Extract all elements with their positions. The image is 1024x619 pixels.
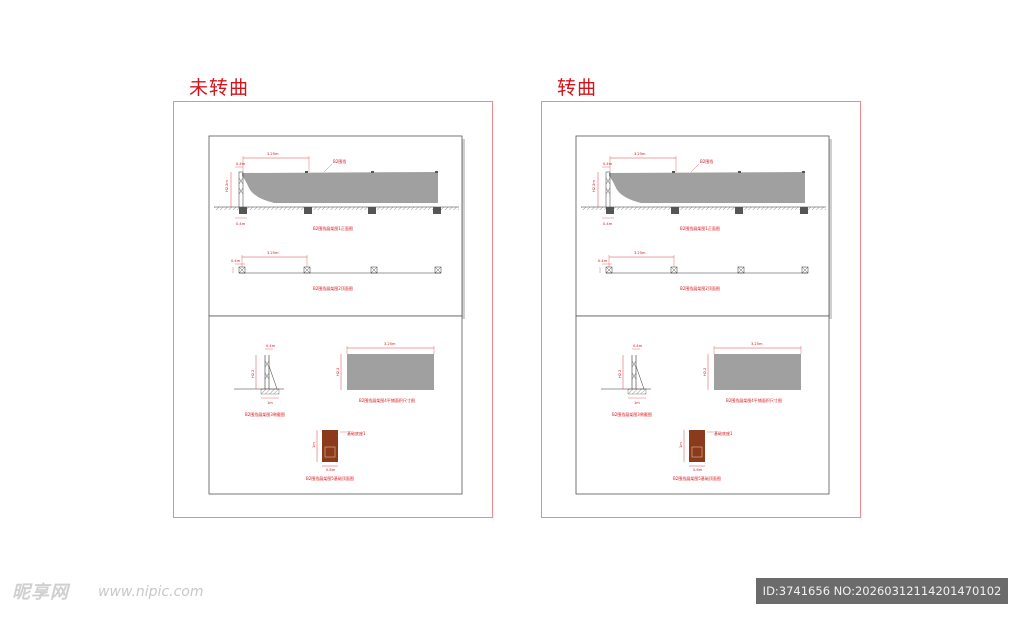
detail-caption: B2围挡展架图5基础顶面图 <box>306 475 354 481</box>
watermark-logo: 昵享网 <box>12 582 69 603</box>
detail-height-dim: 1m <box>312 442 316 448</box>
plan-span-dim: 3.25m <box>634 251 646 255</box>
side-top-dim: 0.4m <box>266 344 276 348</box>
elevation-height-dim: H2.2m <box>225 180 229 192</box>
elevation-caption: B2围挡展架图1正面图 <box>313 225 353 231</box>
banner-span-dim: 3.25m <box>751 342 763 346</box>
banner-caption: B2围挡展架图4平铺面积尺寸图 <box>726 397 782 403</box>
elevation-post-dim: 0.4m <box>603 162 613 166</box>
side-caption: B2围挡展架图3侧截图 <box>245 411 285 417</box>
elevation-span-dim: 3.25m <box>267 152 279 156</box>
panel-title-unconverted: 未转曲 <box>189 77 250 99</box>
panel-frame-converted <box>541 101 861 518</box>
detail-label: 基础底座1 <box>347 430 366 436</box>
side-top-dim: 0.4m <box>633 344 643 348</box>
detail-label: 基础底座1 <box>714 430 733 436</box>
banner-height-dim: H2.2 <box>336 368 340 376</box>
detail-caption: B2围挡展架图5基础顶面图 <box>673 475 721 481</box>
elevation-banner-label: B2围挡 <box>700 158 713 164</box>
plan-caption: B2围挡展架图2顶面图 <box>680 285 720 291</box>
side-base-dim: 1m <box>267 401 273 405</box>
side-base-dim: 1m <box>634 401 640 405</box>
plan-post-dim: 0.4m <box>598 259 608 263</box>
drawing-sheet-unconverted: 3.25m B2围挡 0.4m H2.2m 0.4m B2围挡展架图1正面图 3… <box>208 135 466 495</box>
panel-frame-unconverted <box>173 101 493 518</box>
drawing-sheet-converted: 3.25m B2围挡 0.4m H2.2m 0.4m B2围挡展架图1正面图 3… <box>575 135 833 495</box>
plan-caption: B2围挡展架图2顶面图 <box>313 285 353 291</box>
side-height-dim: H2.2 <box>251 370 255 378</box>
elevation-footing-dim: 0.4m <box>236 222 246 226</box>
elevation-span-dim: 3.25m <box>634 152 646 156</box>
elevation-banner-label: B2围挡 <box>333 158 346 164</box>
watermark-url: www.nipic.com <box>98 584 204 600</box>
banner-height-dim: H2.2 <box>703 368 707 376</box>
side-height-dim: H2.2 <box>618 370 622 378</box>
panel-title-converted: 转曲 <box>557 77 598 99</box>
image-id-bar: ID:3741656 NO:20260312114201470102 <box>756 578 1008 604</box>
detail-height-dim: 1m <box>679 442 683 448</box>
detail-width-dim: 0.6m <box>693 468 703 472</box>
elevation-footing-dim: 0.4m <box>603 222 613 226</box>
elevation-post-dim: 0.4m <box>236 162 246 166</box>
banner-caption: B2围挡展架图4平铺面积尺寸图 <box>359 397 415 403</box>
elevation-height-dim: H2.2m <box>592 180 596 192</box>
plan-post-dim: 0.4m <box>231 259 241 263</box>
plan-span-dim: 3.25m <box>267 251 279 255</box>
detail-width-dim: 0.6m <box>326 468 336 472</box>
elevation-caption: B2围挡展架图1正面图 <box>680 225 720 231</box>
banner-span-dim: 3.25m <box>384 342 396 346</box>
side-caption: B2围挡展架图3侧截图 <box>612 411 652 417</box>
